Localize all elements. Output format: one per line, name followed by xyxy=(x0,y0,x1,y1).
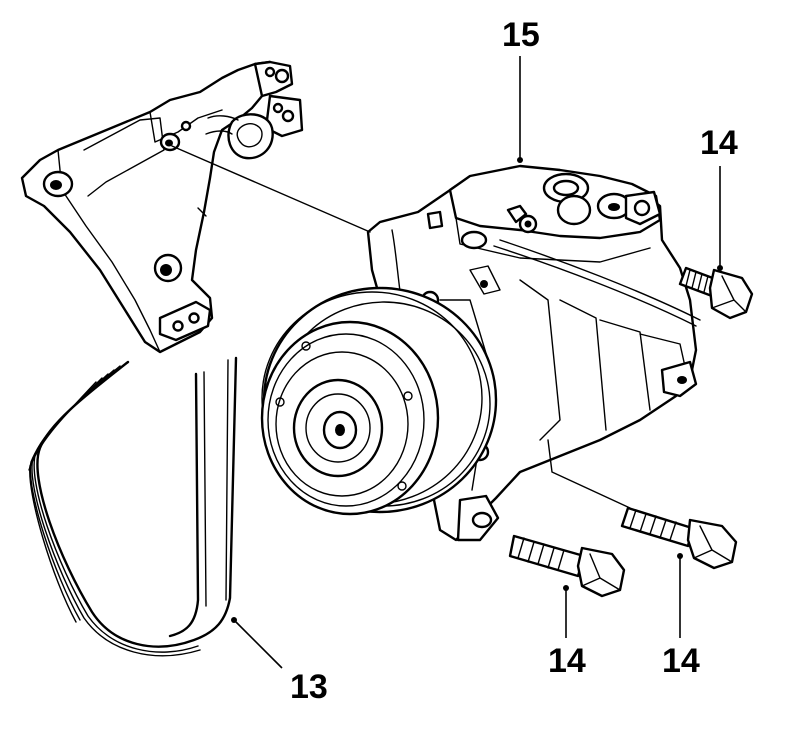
callout-15: 15 xyxy=(502,16,540,163)
callout-label-bolt-lower-left: 14 xyxy=(548,642,586,680)
callout-label-compressor: 15 xyxy=(502,16,540,54)
bolt-lower-left xyxy=(508,534,626,598)
poly-v-drive-belt xyxy=(28,356,238,657)
callout-14-upper: 14 xyxy=(700,124,738,271)
callout-14-lower-left: 14 xyxy=(548,585,586,680)
bolt-upper xyxy=(678,266,754,320)
callout-14-lower-right: 14 xyxy=(662,553,700,680)
compressor-mounting-bracket xyxy=(20,60,304,354)
callout-13: 13 xyxy=(231,617,328,706)
assembly-guide-lines xyxy=(171,145,631,509)
ac-compressor xyxy=(260,164,701,542)
callout-label-belt: 13 xyxy=(290,668,328,706)
bolt-lower-right xyxy=(620,506,738,570)
magnetic-clutch-pulley xyxy=(260,286,498,516)
callout-label-bolt-lower-right: 14 xyxy=(662,642,700,680)
callout-label-bolt-upper: 14 xyxy=(700,124,738,162)
